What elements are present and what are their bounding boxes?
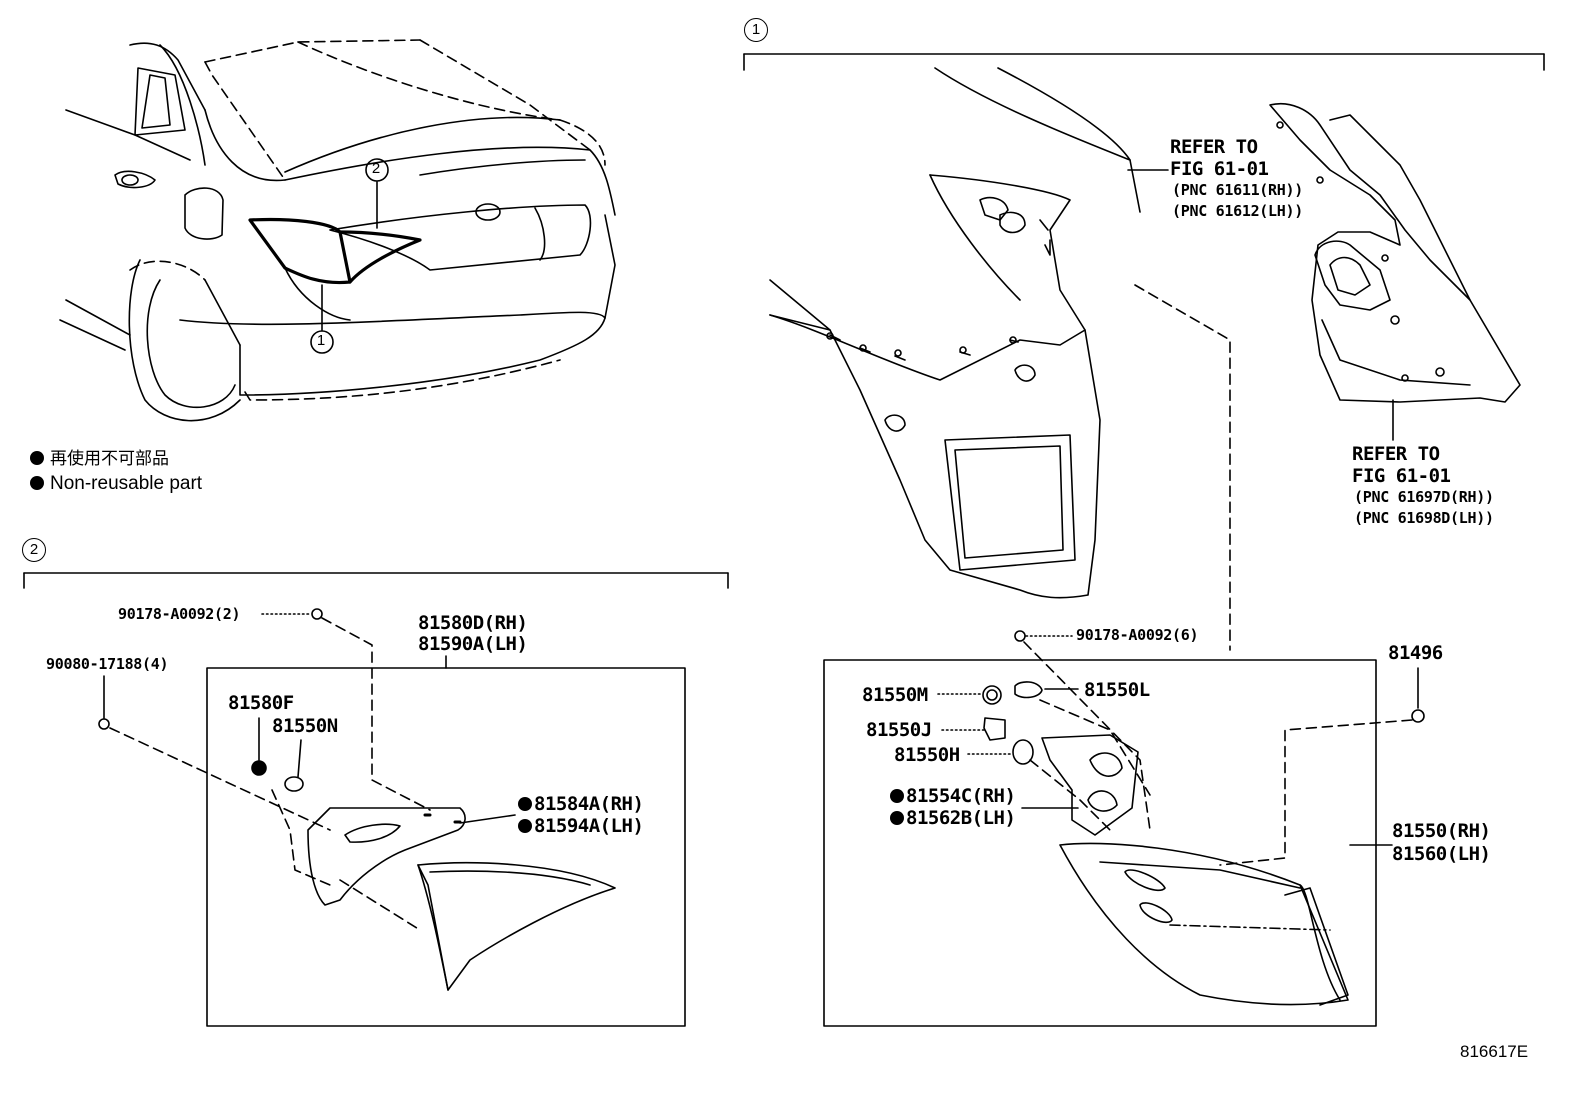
part-81594a-lh-text: 81594A(LH) xyxy=(534,815,644,837)
part-81594a-lh: 81594A(LH) xyxy=(518,815,644,837)
quarter-panel-illustration xyxy=(769,67,1169,599)
part-81584a-rh-text: 81584A(RH) xyxy=(534,793,644,815)
part-81550m: 81550M xyxy=(862,684,928,706)
non-reusable-bullet-icon xyxy=(890,811,904,825)
refer-to-fig-1: FIG 61-01 xyxy=(1170,158,1269,180)
legend-japanese-text: 再使用不可部品 xyxy=(50,449,169,469)
part-81550n: 81550N xyxy=(272,715,338,737)
figure-code: 816617E xyxy=(1460,1042,1529,1061)
part-81562b-lh-text: 81562B(LH) xyxy=(906,807,1016,829)
section-1-marker: 1 xyxy=(744,18,768,42)
refer-to-fig-2: FIG 61-01 xyxy=(1352,465,1451,487)
legend-bullet-icon xyxy=(30,476,44,490)
car-overview-illustration xyxy=(59,39,616,422)
callout-2-marker-car xyxy=(365,158,389,182)
refer-pnc-61698d-lh: (PNC 61698D(LH)) xyxy=(1354,509,1494,527)
part-81580d-rh: 81580D(RH) xyxy=(418,612,528,634)
callout-1-marker-car xyxy=(310,330,334,354)
inner-panel-illustration xyxy=(1269,103,1521,441)
refer-pnc-61612-lh: (PNC 61612(LH)) xyxy=(1172,202,1303,220)
section-2-frame xyxy=(23,572,729,1027)
legend-bullet-icon xyxy=(30,451,44,465)
refer-pnc-61697d-rh: (PNC 61697D(RH)) xyxy=(1354,488,1494,506)
refer-pnc-61611-rh: (PNC 61611(RH)) xyxy=(1172,181,1303,199)
refer-to-title-1: REFER TO xyxy=(1170,136,1258,158)
part-90080-17188: 90080-17188(4) xyxy=(46,655,169,673)
part-81550h: 81550H xyxy=(894,744,960,766)
part-81580f: 81580F xyxy=(228,692,294,714)
legend-english: Non-reusable part xyxy=(30,473,202,495)
part-81584a-rh: 81584A(RH) xyxy=(518,793,644,815)
non-reusable-bullet-icon xyxy=(518,819,532,833)
legend-english-text: Non-reusable part xyxy=(50,473,203,494)
legend-japanese: 再使用不可部品 xyxy=(30,448,169,470)
non-reusable-bullet-icon xyxy=(890,789,904,803)
section-1-connectors xyxy=(937,284,1425,1006)
part-81560-lh: 81560(LH) xyxy=(1392,843,1491,865)
part-81562b-lh: 81562B(LH) xyxy=(890,807,1016,829)
part-90178-a0092-sec1: 90178-A0092(6) xyxy=(1076,626,1199,644)
part-81496: 81496 xyxy=(1388,642,1443,664)
part-81550l: 81550L xyxy=(1084,679,1150,701)
refer-to-title-2: REFER TO xyxy=(1352,443,1440,465)
part-81554c-rh-text: 81554C(RH) xyxy=(906,785,1016,807)
section-2-marker: 2 xyxy=(22,538,46,562)
part-81554c-rh: 81554C(RH) xyxy=(890,785,1016,807)
section-1-frame xyxy=(743,53,1545,1027)
part-81550-rh: 81550(RH) xyxy=(1392,820,1491,842)
part-81590a-lh: 81590A(LH) xyxy=(418,633,528,655)
section-2-parts xyxy=(98,608,616,991)
part-90178-a0092-sec2: 90178-A0092(2) xyxy=(118,605,241,623)
callout-2-label-car: 2 xyxy=(371,160,381,177)
callout-1-label-car: 1 xyxy=(316,332,326,349)
non-reusable-bullet-icon xyxy=(518,797,532,811)
part-81550j: 81550J xyxy=(866,719,932,741)
